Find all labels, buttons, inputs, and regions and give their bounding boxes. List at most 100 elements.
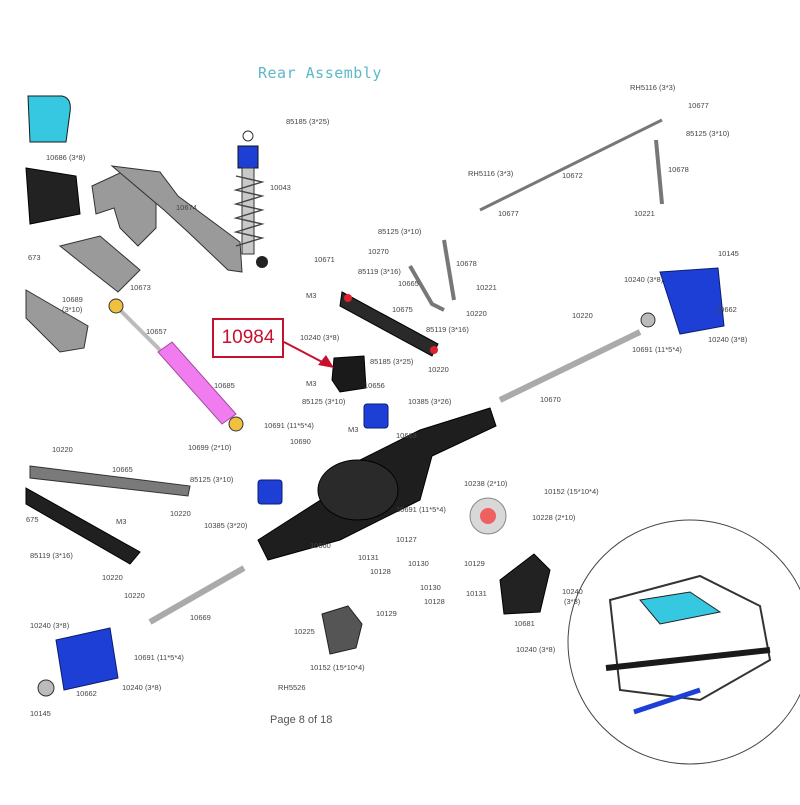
part-label: 10228 (2*10) xyxy=(532,513,576,522)
part-label: 10240 (3*8) xyxy=(30,621,70,630)
part-label: 10270 xyxy=(368,247,389,256)
part-label: 10665 xyxy=(398,279,419,288)
part-label: 10145 xyxy=(718,249,739,258)
part-label: 10689 xyxy=(62,295,83,304)
part-label: 10677 xyxy=(688,101,709,110)
part-label: M3 xyxy=(116,517,126,526)
part-label: 10238 (2*10) xyxy=(464,479,508,488)
part-label: 10672 xyxy=(562,171,583,180)
part-label: 10043 xyxy=(270,183,291,192)
part-label: RH5116 (3*3) xyxy=(468,169,514,178)
pink-link-part xyxy=(108,298,244,432)
part-label: 10691 (11*5*4) xyxy=(264,421,314,430)
hub-right-part xyxy=(640,267,725,335)
part-label: M3 xyxy=(306,291,316,300)
part-label: 10220 xyxy=(428,365,449,374)
part-label: 10220 xyxy=(52,445,73,454)
part-label: RH5526 xyxy=(278,683,306,692)
part-label: 85125 (3*10) xyxy=(378,227,422,236)
page-footer: Page 8 of 18 xyxy=(270,714,333,726)
part-label: 10221 xyxy=(476,283,497,292)
part-label: 10129 xyxy=(376,609,397,618)
assembled-view-inset xyxy=(567,519,800,765)
axle-shafts-part xyxy=(148,329,642,625)
part-label: 10240 (3*8) xyxy=(300,333,340,342)
diff-cover-part xyxy=(499,553,551,615)
part-label: 10385 (3*20) xyxy=(204,521,248,530)
part-label: 10225 xyxy=(294,627,315,636)
part-label: 10240 xyxy=(562,587,583,596)
part-label: 10221 xyxy=(634,209,655,218)
diagram-title: Rear Assembly xyxy=(258,64,382,82)
part-label: RH5116 (3*3) xyxy=(630,83,676,92)
part-label: 10131 xyxy=(466,589,487,598)
upper-arm-part xyxy=(339,291,439,357)
part-label: 10691 (11*5*4) xyxy=(632,345,682,354)
part-label: 85185 (3*25) xyxy=(370,357,414,366)
part-label: 10240 (3*8) xyxy=(708,335,748,344)
part-label: 85125 (3*10) xyxy=(190,475,234,484)
part-label: 10656 xyxy=(364,381,385,390)
part-label: 10220 xyxy=(124,591,145,600)
part-label: 673 xyxy=(28,253,41,262)
part-label: 10128 xyxy=(424,597,445,606)
part-label: 10691 (11*5*4) xyxy=(134,653,184,662)
body-panel-part xyxy=(27,95,71,143)
part-label: 10240 (3*8) xyxy=(516,645,556,654)
part-label: 10662 xyxy=(76,689,97,698)
part-label: 10220 xyxy=(102,573,123,582)
chassis-frame-part xyxy=(25,165,243,353)
part-label: 10662 xyxy=(716,305,737,314)
part-label: 10131 xyxy=(358,553,379,562)
part-label: 10220 xyxy=(170,509,191,518)
part-label: 10240 (3*8) xyxy=(624,275,664,284)
part-label: 10240 (3*8) xyxy=(122,683,162,692)
part-label: M3 xyxy=(306,379,316,388)
part-label: 10670 xyxy=(540,395,561,404)
part-label: 10678 xyxy=(668,165,689,174)
part-label: 10220 xyxy=(466,309,487,318)
part-label: 10130 xyxy=(408,559,429,568)
part-label: 675 xyxy=(26,515,39,524)
blue-bracket-upper xyxy=(363,403,389,429)
part-label: 85125 (3*10) xyxy=(686,129,730,138)
callout-arrow xyxy=(283,341,327,365)
part-label: 10686 (3*8) xyxy=(46,153,86,162)
part-label: 10681 xyxy=(514,619,535,628)
part-label: 85125 (3*10) xyxy=(302,397,346,406)
part-label: 85185 (3*25) xyxy=(286,117,330,126)
part-label: 10145 xyxy=(30,709,51,718)
blue-bracket-lower xyxy=(257,479,283,505)
part-label: 10385 (3*26) xyxy=(408,397,452,406)
part-label: 85119 (3*16) xyxy=(30,551,73,560)
part-label: 10152 (15*10*4) xyxy=(544,487,599,496)
part-label: 10127 xyxy=(396,535,417,544)
part-label: 10665 xyxy=(112,465,133,474)
callout-part-number: 10984 xyxy=(212,318,284,358)
hub-left-part xyxy=(37,627,119,697)
part-label: 10657 xyxy=(146,327,167,336)
part-label: 10674 xyxy=(176,203,197,212)
part-label: 10673 xyxy=(130,283,151,292)
part-label: 85119 (3*16) xyxy=(426,325,469,334)
part-label: M3 xyxy=(348,425,358,434)
diff-carrier-part xyxy=(321,605,363,655)
part-label: (3*10) xyxy=(62,305,83,314)
part-label: 10660 xyxy=(310,541,331,550)
upper-link-rods xyxy=(408,118,664,312)
part-label: 10671 xyxy=(314,255,335,264)
part-label: 10677 xyxy=(498,209,519,218)
lower-links-part xyxy=(25,465,191,565)
part-label: 10220 xyxy=(572,311,593,320)
shock-absorber-part xyxy=(233,130,268,268)
part-label: 10678 xyxy=(456,259,477,268)
part-label: 10675 xyxy=(392,305,413,314)
part-label: 10130 xyxy=(420,583,441,592)
part-label: 10128 xyxy=(370,567,391,576)
part-label: 10690 xyxy=(290,437,311,446)
axle-housing-part xyxy=(257,407,497,561)
part-labels: 85185 (3*25) 10043 10686 (3*8) 10674 106… xyxy=(26,83,748,718)
battery-tray-part xyxy=(25,167,81,225)
